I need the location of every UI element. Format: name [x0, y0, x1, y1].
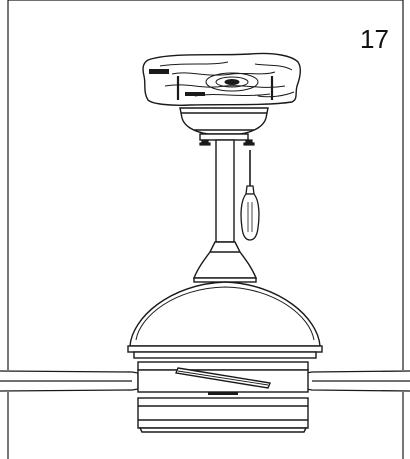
fan-blades	[0, 370, 410, 392]
panel-border	[7, 0, 404, 459]
canopy-housing	[179, 107, 269, 141]
wooden-canopy	[142, 52, 301, 106]
mounting-screws	[199, 139, 255, 146]
screwdriver-icon	[240, 150, 260, 241]
step-number: 17	[360, 24, 389, 54]
motor-coupler	[192, 241, 258, 283]
downrod	[215, 139, 235, 243]
light-kit-body	[137, 361, 309, 433]
motor-dome	[127, 281, 323, 359]
